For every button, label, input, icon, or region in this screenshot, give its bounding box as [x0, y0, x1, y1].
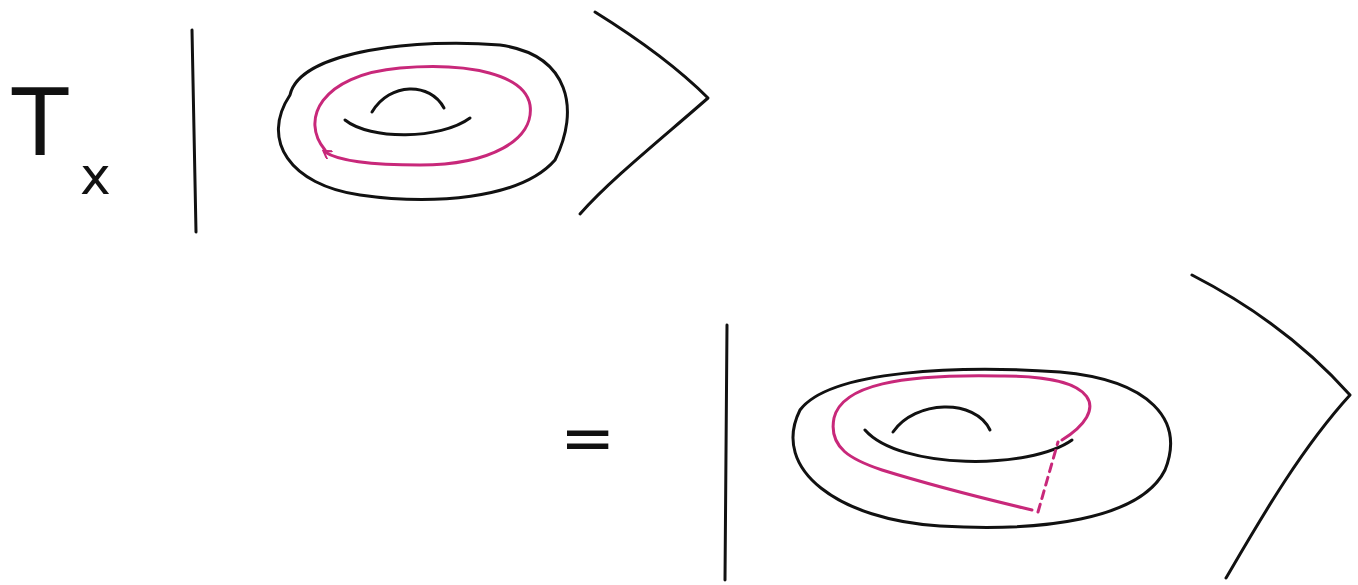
- loop-path: [833, 376, 1090, 510]
- torus-hole-lower: [345, 118, 470, 135]
- ket-bracket: [580, 12, 708, 214]
- operator-letter: T: [12, 78, 68, 170]
- torus-hole-lower: [865, 430, 1072, 461]
- torus-outline: [793, 369, 1170, 527]
- dashed-segment: [1038, 442, 1058, 512]
- loop-path: [315, 67, 530, 165]
- torus-hole-upper: [372, 89, 444, 112]
- equals-sign: =: [560, 405, 615, 471]
- ket-bar: [192, 30, 196, 232]
- ket-bar: [725, 325, 727, 580]
- torus-outline: [278, 43, 567, 199]
- operator-subscript: x: [80, 150, 111, 202]
- torus-hole-upper: [893, 407, 990, 432]
- ket-bracket: [1192, 275, 1350, 578]
